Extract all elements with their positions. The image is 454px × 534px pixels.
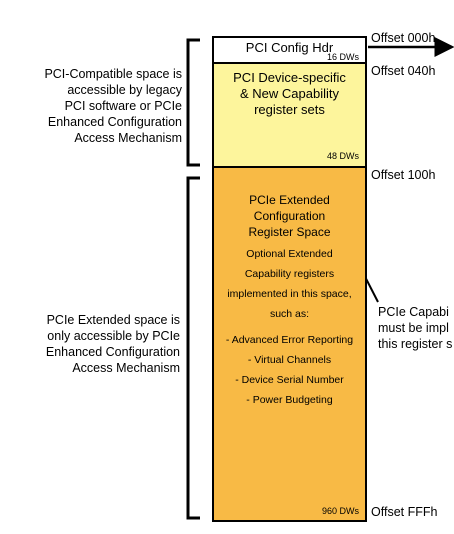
capability-note-line: this register s [378, 337, 453, 351]
device-specific-title-line: register sets [254, 102, 325, 117]
extended-body-line: Capability registers [244, 268, 335, 280]
config-header-size: 16 DWs [326, 52, 359, 62]
extended-capability-item: - Power Budgeting [246, 394, 333, 406]
compatible-space-note: PCI-Compatible space is accessible by le… [0, 66, 182, 146]
extended-note-line: Enhanced Configuration [45, 345, 180, 359]
device-specific-title: PCI Device-specific & New Capability reg… [214, 70, 365, 118]
config-header-block: PCI Config Hdr 16 DWs [212, 36, 367, 64]
extended-title-line: Configuration [253, 209, 326, 223]
capability-note-line: must be impl [378, 321, 449, 335]
extended-body-line: implemented in this space, [227, 288, 352, 300]
extended-note-line: Access Mechanism [72, 361, 180, 375]
compatible-note-line: PCI-Compatible space is [44, 67, 182, 81]
capability-note: PCIe Capabi must be impl this register s [378, 304, 454, 352]
compatible-note-line: Access Mechanism [74, 131, 182, 145]
extended-space-size: 960 DWs [321, 506, 359, 516]
compatible-note-line: Enhanced Configuration [47, 115, 182, 129]
device-specific-size: 48 DWs [326, 151, 359, 161]
extended-capability-item: - Virtual Channels [247, 354, 332, 366]
extended-title-line: Register Space [248, 225, 331, 239]
extended-space-bracket [186, 176, 200, 520]
extended-note-line: only accessible by PCIe [47, 329, 180, 343]
extended-space-block: PCIe Extended Configuration Register Spa… [212, 166, 367, 522]
offset-label: Offset 040h [371, 64, 436, 78]
extended-body-line: Optional Extended [246, 248, 333, 260]
extended-capability-item: - Advanced Error Reporting [225, 334, 354, 346]
capability-note-line: PCIe Capabi [378, 305, 449, 319]
device-specific-title-line: PCI Device-specific [233, 70, 346, 85]
extended-capability-item: - Device Serial Number [235, 374, 344, 386]
extended-title-line: PCIe Extended [249, 193, 330, 207]
compatible-note-line: PCI software or PCIe [64, 99, 182, 113]
extended-space-note: PCIe Extended space is only accessible b… [0, 312, 180, 376]
compatible-note-line: accessible by legacy [67, 83, 182, 97]
offset-label: Offset 100h [371, 168, 436, 182]
device-specific-title-line: & New Capability [240, 86, 339, 101]
offset-label: Offset FFFh [371, 505, 438, 519]
extended-space-title: PCIe Extended Configuration Register Spa… [214, 192, 365, 240]
offset-label: Offset 000h [371, 31, 436, 45]
device-specific-block: PCI Device-specific & New Capability reg… [212, 62, 367, 168]
config-header-title: PCI Config Hdr [245, 40, 334, 55]
extended-note-line: PCIe Extended space is [46, 313, 180, 327]
extended-body-line: such as: [269, 308, 310, 320]
compatible-space-bracket [186, 38, 200, 167]
